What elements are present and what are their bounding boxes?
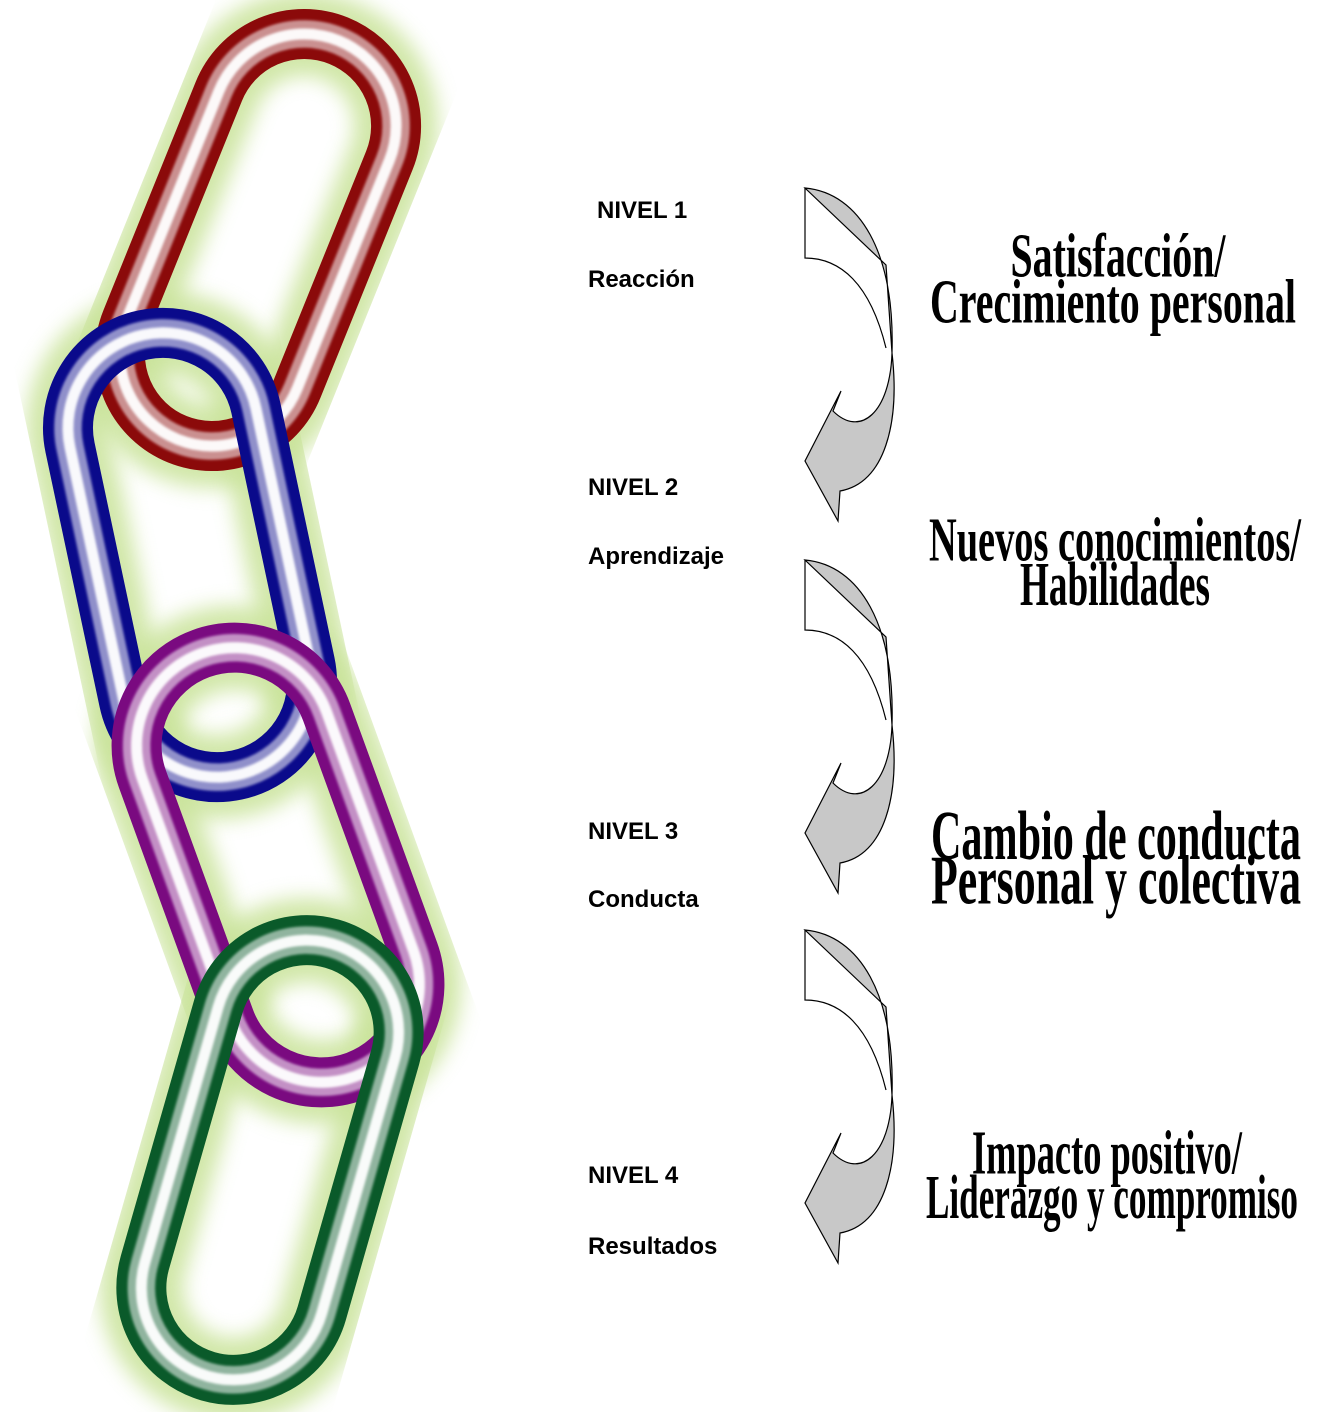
outcome-3: Cambio de conducta Personal y colectiva [928, 800, 1308, 950]
level-2-number: NIVEL 2 [588, 474, 678, 502]
chain-illustration [0, 0, 500, 1412]
curved-arrow-1 [800, 183, 910, 523]
level-3-name: Conducta [588, 886, 699, 914]
level-1-name: Reacción [588, 266, 695, 294]
outcome-4: Impacto positivo/ Liderazgo y compromiso [925, 1118, 1305, 1268]
level-1-number: NIVEL 1 [597, 197, 687, 225]
level-3-number: NIVEL 3 [588, 818, 678, 846]
outcome-1-line2: Crecimiento personal [930, 267, 1296, 336]
level-4-number: NIVEL 4 [588, 1162, 678, 1190]
outcome-3-line2: Personal y colectiva [931, 843, 1301, 920]
curved-arrow-3 [800, 925, 910, 1265]
level-2-name: Aprendizaje [588, 543, 724, 571]
level-4-name: Resultados [588, 1233, 717, 1261]
outcome-1: Satisfacción/ Crecimiento personal [925, 220, 1305, 370]
outcome-4-line2: Liderazgo y compromiso [926, 1162, 1298, 1231]
curved-arrow-2 [800, 555, 910, 895]
outcome-2: Nuevos conocimientos/ Habilidades [925, 505, 1305, 655]
outcome-2-line2: Habilidades [1020, 549, 1210, 618]
